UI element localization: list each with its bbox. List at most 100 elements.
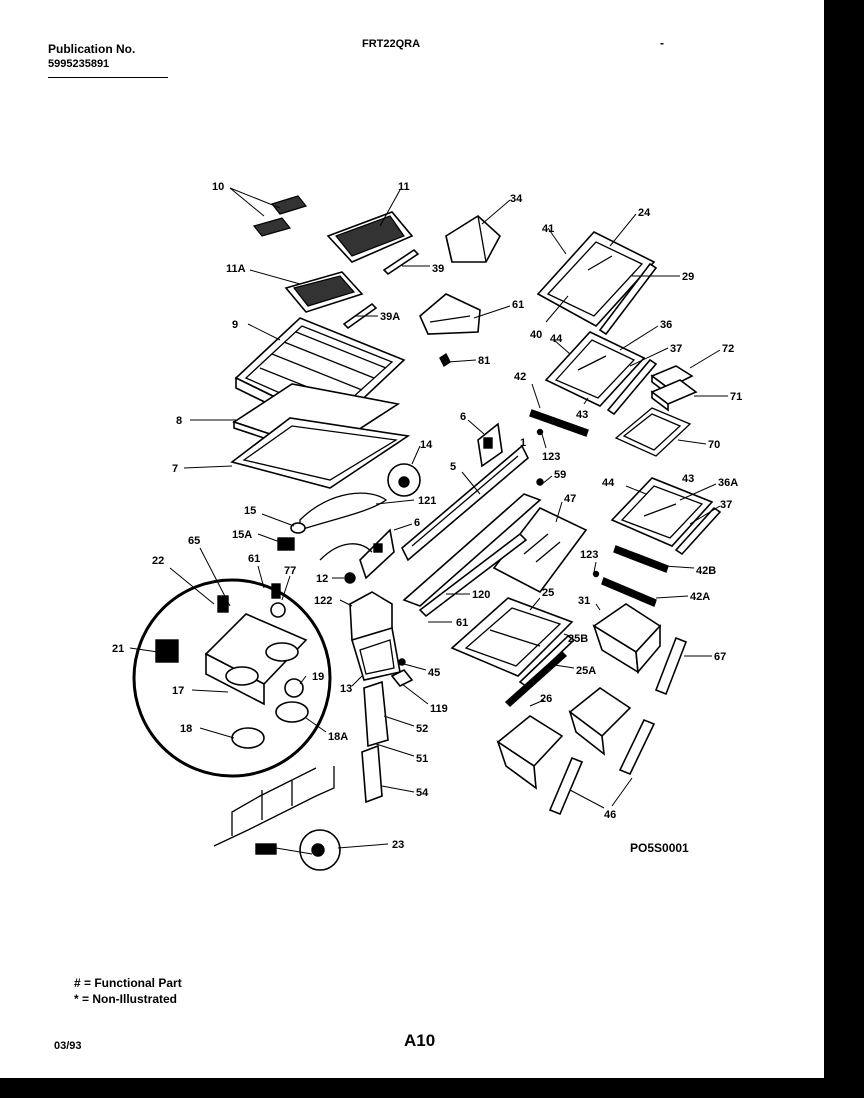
callout-39a: 39A xyxy=(380,311,400,323)
callout-9: 9 xyxy=(232,319,238,331)
callout-36a: 36A xyxy=(718,477,738,489)
callout-44-top: 44 xyxy=(550,333,563,345)
callout-67: 67 xyxy=(714,651,726,663)
model-number: FRT22QRA xyxy=(362,38,421,50)
header-rule xyxy=(48,77,168,78)
callout-43-mid: 43 xyxy=(682,473,694,485)
part-70-frame xyxy=(614,407,692,457)
callout-42: 42 xyxy=(514,371,526,383)
part-24-shelf xyxy=(536,231,656,328)
callout-14: 14 xyxy=(420,439,433,451)
part-25b-rail xyxy=(518,634,576,688)
callout-6-upper: 6 xyxy=(460,411,466,423)
callout-72: 72 xyxy=(722,343,734,355)
callout-10: 10 xyxy=(212,181,224,193)
part-25-drawer-frame xyxy=(450,597,574,677)
callout-120: 120 xyxy=(472,589,490,601)
callout-42b: 42B xyxy=(696,565,716,577)
part-14-light-cover xyxy=(387,463,421,497)
callout-71: 71 xyxy=(730,391,742,403)
callout-25b: 25B xyxy=(568,633,588,645)
callout-11a: 11A xyxy=(226,263,246,275)
header-dash: - xyxy=(660,36,664,50)
callout-13: 13 xyxy=(340,683,352,695)
part-47-glass-shelf xyxy=(492,506,588,594)
part-123-screw-top xyxy=(536,428,544,436)
part-46-fronts xyxy=(548,718,656,816)
callout-25a: 25A xyxy=(576,665,596,677)
callout-61-low: 61 xyxy=(248,553,260,565)
callout-24: 24 xyxy=(638,207,651,219)
callout-59: 59 xyxy=(554,469,566,481)
callout-41: 41 xyxy=(542,223,554,235)
callout-17: 17 xyxy=(172,685,184,697)
part-34-bin xyxy=(445,215,502,263)
callout-15a: 15A xyxy=(232,529,252,541)
callout-5: 5 xyxy=(450,461,456,473)
callout-52: 52 xyxy=(416,723,428,735)
callout-61-top: 61 xyxy=(512,299,524,311)
callout-81: 81 xyxy=(478,355,490,367)
part-10-inserts xyxy=(252,195,308,237)
callout-25: 25 xyxy=(542,587,554,599)
callout-123-mid: 123 xyxy=(580,549,598,561)
part-26-pans xyxy=(496,687,632,790)
part-120-rail xyxy=(418,532,528,618)
callout-1: 1 xyxy=(520,437,526,449)
ice-maker-detail-circle xyxy=(132,578,332,778)
callout-23: 23 xyxy=(392,839,404,851)
callout-43-top: 43 xyxy=(576,409,588,421)
part-31-pan xyxy=(592,603,662,674)
callout-46: 46 xyxy=(604,809,616,821)
callout-36: 36 xyxy=(660,319,672,331)
callout-61-mid: 61 xyxy=(456,617,468,629)
part-59-clip xyxy=(536,478,544,486)
leader-lines xyxy=(129,187,728,855)
callout-42a: 42A xyxy=(690,591,710,603)
part-36-shelf xyxy=(544,331,646,407)
part-36a-shelf xyxy=(610,477,714,547)
callout-18a: 18A xyxy=(328,731,348,743)
footer-date: 03/93 xyxy=(54,1040,82,1052)
callout-labels: 10 11 11A 39 39A 34 61 81 41 24 29 40 44… xyxy=(112,181,742,851)
publication-number: 5995235891 xyxy=(48,58,110,70)
part-37-rail xyxy=(606,358,658,416)
callout-45: 45 xyxy=(428,667,440,679)
part-81-clip xyxy=(439,352,451,368)
legend-functional: # = Functional Part xyxy=(74,976,182,990)
callout-15: 15 xyxy=(244,505,256,517)
part-71-bin xyxy=(650,379,698,412)
callout-19: 19 xyxy=(312,671,324,683)
callout-37-mid: 37 xyxy=(720,499,732,511)
part-61-bracket xyxy=(419,293,481,335)
callout-12: 12 xyxy=(316,573,328,585)
part-15-bulb xyxy=(290,522,306,534)
part-119-cap xyxy=(390,668,414,688)
callout-6-lower: 6 xyxy=(414,517,420,529)
part-42-rail xyxy=(529,409,589,437)
callout-37-top: 37 xyxy=(670,343,682,355)
part-7-frame xyxy=(230,417,411,489)
part-42a-rail xyxy=(601,577,657,607)
callout-44-mid: 44 xyxy=(602,477,615,489)
callout-34: 34 xyxy=(510,193,523,205)
part-5-panel xyxy=(401,444,529,562)
callout-47: 47 xyxy=(564,493,576,505)
callout-39: 39 xyxy=(432,263,444,275)
part-25a-rail xyxy=(504,651,568,707)
footer-page-number: A10 xyxy=(404,1031,436,1050)
callout-40: 40 xyxy=(530,329,542,341)
callout-119: 119 xyxy=(430,703,448,715)
callout-65: 65 xyxy=(188,535,200,547)
callout-31: 31 xyxy=(578,595,590,607)
callout-21: 21 xyxy=(112,643,124,655)
publication-label: Publication No. xyxy=(48,42,136,56)
part-12-switch xyxy=(319,543,373,584)
black-frame-right xyxy=(824,0,864,1098)
part-11a-shelf xyxy=(284,271,364,313)
part-6-bracket-lower xyxy=(359,528,395,580)
callout-7: 7 xyxy=(172,463,178,475)
callout-77: 77 xyxy=(284,565,296,577)
reference-code: PO5S0001 xyxy=(630,841,689,855)
